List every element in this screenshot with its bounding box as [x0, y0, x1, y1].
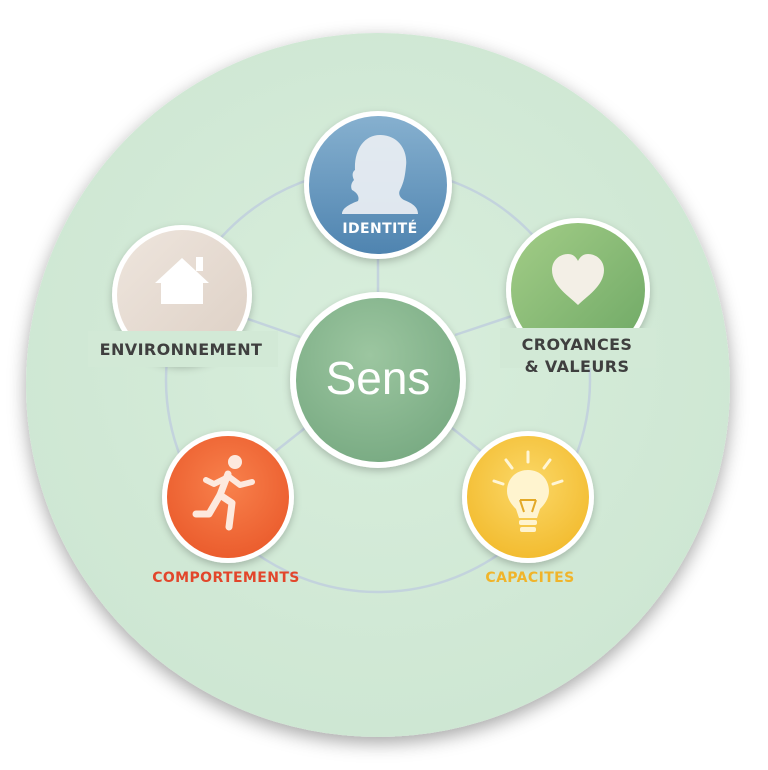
heart-icon — [552, 254, 604, 305]
capacites-label: CAPACITES — [485, 570, 574, 586]
center-node[interactable] — [290, 292, 466, 468]
node-capacites[interactable] — [462, 431, 594, 563]
house-icon — [155, 257, 209, 304]
node-croyances[interactable] — [500, 218, 656, 368]
comportements-label: COMPORTEMENTS — [152, 570, 300, 586]
node-identite[interactable] — [304, 111, 452, 259]
croyances-label-line1: CROYANCES — [522, 335, 633, 354]
lightbulb-icon — [492, 450, 564, 532]
node-comportements[interactable] — [162, 431, 294, 563]
environnement-label-backdrop — [88, 331, 278, 367]
node-environnement[interactable] — [88, 225, 278, 367]
center-label: Sens — [326, 352, 431, 404]
croyances-label-line2: & VALEURS — [525, 357, 630, 376]
person-head-icon — [342, 135, 418, 214]
environnement-label: ENVIRONNEMENT — [100, 340, 263, 359]
identite-label: IDENTITÉ — [342, 220, 417, 237]
running-person-icon — [192, 455, 255, 531]
